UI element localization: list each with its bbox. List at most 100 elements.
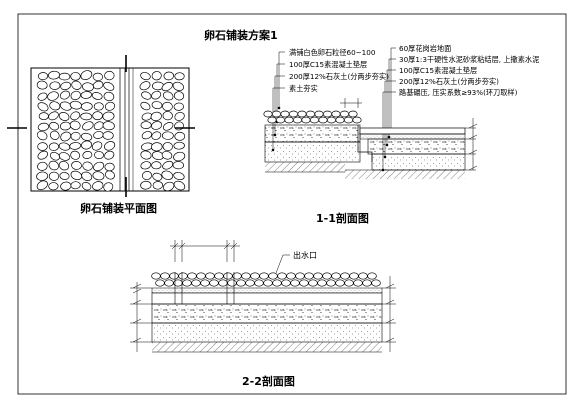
pebble-shape [93,131,104,139]
pebble-shape [313,272,323,280]
pebble-shape [362,279,372,287]
pebble-shape [48,171,60,181]
pebble-shape [297,110,307,118]
pebble-shape [169,272,179,280]
pebble-shape [141,171,152,181]
pebble-shape [59,90,71,100]
pebble-shape [151,131,162,140]
pebble-shape [81,171,93,181]
pebble-shape [82,121,94,131]
plan-caption: 卵石铺装平面图 [80,201,157,215]
pebble-shape [263,110,273,118]
pebble-shape [81,140,93,150]
pebble-shape [344,279,354,287]
pebble-shape [36,130,48,141]
pebble-shape [37,122,50,132]
mortar-layer [359,133,466,140]
pebble-shape [162,111,173,121]
pebble-shape [301,116,311,124]
pebble-shape [93,161,105,172]
section-1-1: 满铺白色卵石粒径60~100 100厚C15素混凝土垫层 200厚12%石灰土(… [263,44,539,225]
pebble-shape [254,279,264,287]
pebble-shape [140,121,152,129]
section-2-2-concrete-layer [151,303,383,324]
pebble-shape [163,121,174,131]
pebble-shape [47,91,59,101]
pebble-shape [268,272,278,280]
pebble-shape [80,112,93,121]
pebble-shape [82,161,93,171]
pebble-shape [245,279,255,287]
pebble-shape [69,142,82,150]
pebble-shape [37,150,48,160]
pebble-shape [164,279,174,287]
pebble-shape [70,131,81,141]
pebble-shape [92,80,104,90]
pebble-shape [59,121,72,131]
pebble-shape [182,279,192,287]
pebble-shape [280,110,290,118]
pebble-shape [305,110,316,118]
pebble-shape [140,180,152,190]
pebble-shape [60,131,72,142]
pebble-shape [196,272,206,280]
pebble-shape [173,141,185,150]
pebble-shape [241,272,251,280]
pebble-shape [49,101,61,111]
pebble-shape [162,181,175,192]
pebble-shape [331,272,341,280]
pebble-shape [58,112,70,121]
pebble-shape [173,151,186,162]
pebble-shape [150,111,162,122]
pebble-shape [141,91,152,100]
section-2-2-pebble-row [151,272,381,287]
pebble-shape [326,279,336,287]
pebble-shape [218,279,228,287]
pebble-shape [250,272,260,280]
pebble-shape [105,170,115,180]
pebble-shape [322,272,332,280]
lime-soil-layer-2 [371,153,466,171]
pebble-shape [92,171,105,181]
pebble-shape [92,72,104,82]
pebble-shape [36,171,49,181]
pebble-shape [161,150,173,160]
subgrade-layer [345,170,465,179]
pebble-shape [49,121,60,131]
pebble-shape [80,102,93,111]
pebble-shape [49,151,60,161]
pebble-shape [314,110,324,118]
pebble-shape [277,272,287,280]
outlet-leader [275,254,290,274]
pebble-shape [163,71,174,81]
pebble-shape [178,272,188,280]
pebble-shape [155,279,165,287]
pebble-shape [38,112,49,121]
pebble-shape [103,182,114,192]
section-1-1-right-notes: 60厚花岗岩地面 30厚1:3干硬性水泥砂浆粘结层, 上撒素水泥 100厚C15… [399,44,539,97]
pebble-shape [335,279,345,287]
pebble-shape [139,81,151,91]
note-concrete-base-2: 100厚C15素混凝土垫层 [399,66,477,75]
pebble-shape [91,92,103,100]
granite-layer [359,127,466,135]
note-mortar-bed: 30厚1:3干硬性水泥砂浆粘结层, 上撒素水泥 [399,55,539,64]
note-concrete-base: 100厚C15素混凝土垫层 [289,60,367,69]
pebble-shape [58,152,71,161]
pebble-shape [60,181,72,191]
pebble-shape [59,172,70,180]
pebble-shape [281,279,291,287]
pebble-shape [371,279,381,287]
pebble-shape [358,272,368,280]
pebble-shape [340,272,350,280]
pebble-shape [343,116,354,124]
pebble-shape [353,279,363,287]
pebble-shape [151,101,163,110]
pebble-shape [58,160,70,171]
pebble-shape [162,101,173,112]
section-1-1-left-notes: 满铺白色卵石粒径60~100 100厚C15素混凝土垫层 200厚12%石灰土(… [289,48,389,93]
pebble-shape [103,81,115,91]
pebble-shape [174,121,184,131]
section-2-2-lime-soil-layer [151,322,383,343]
